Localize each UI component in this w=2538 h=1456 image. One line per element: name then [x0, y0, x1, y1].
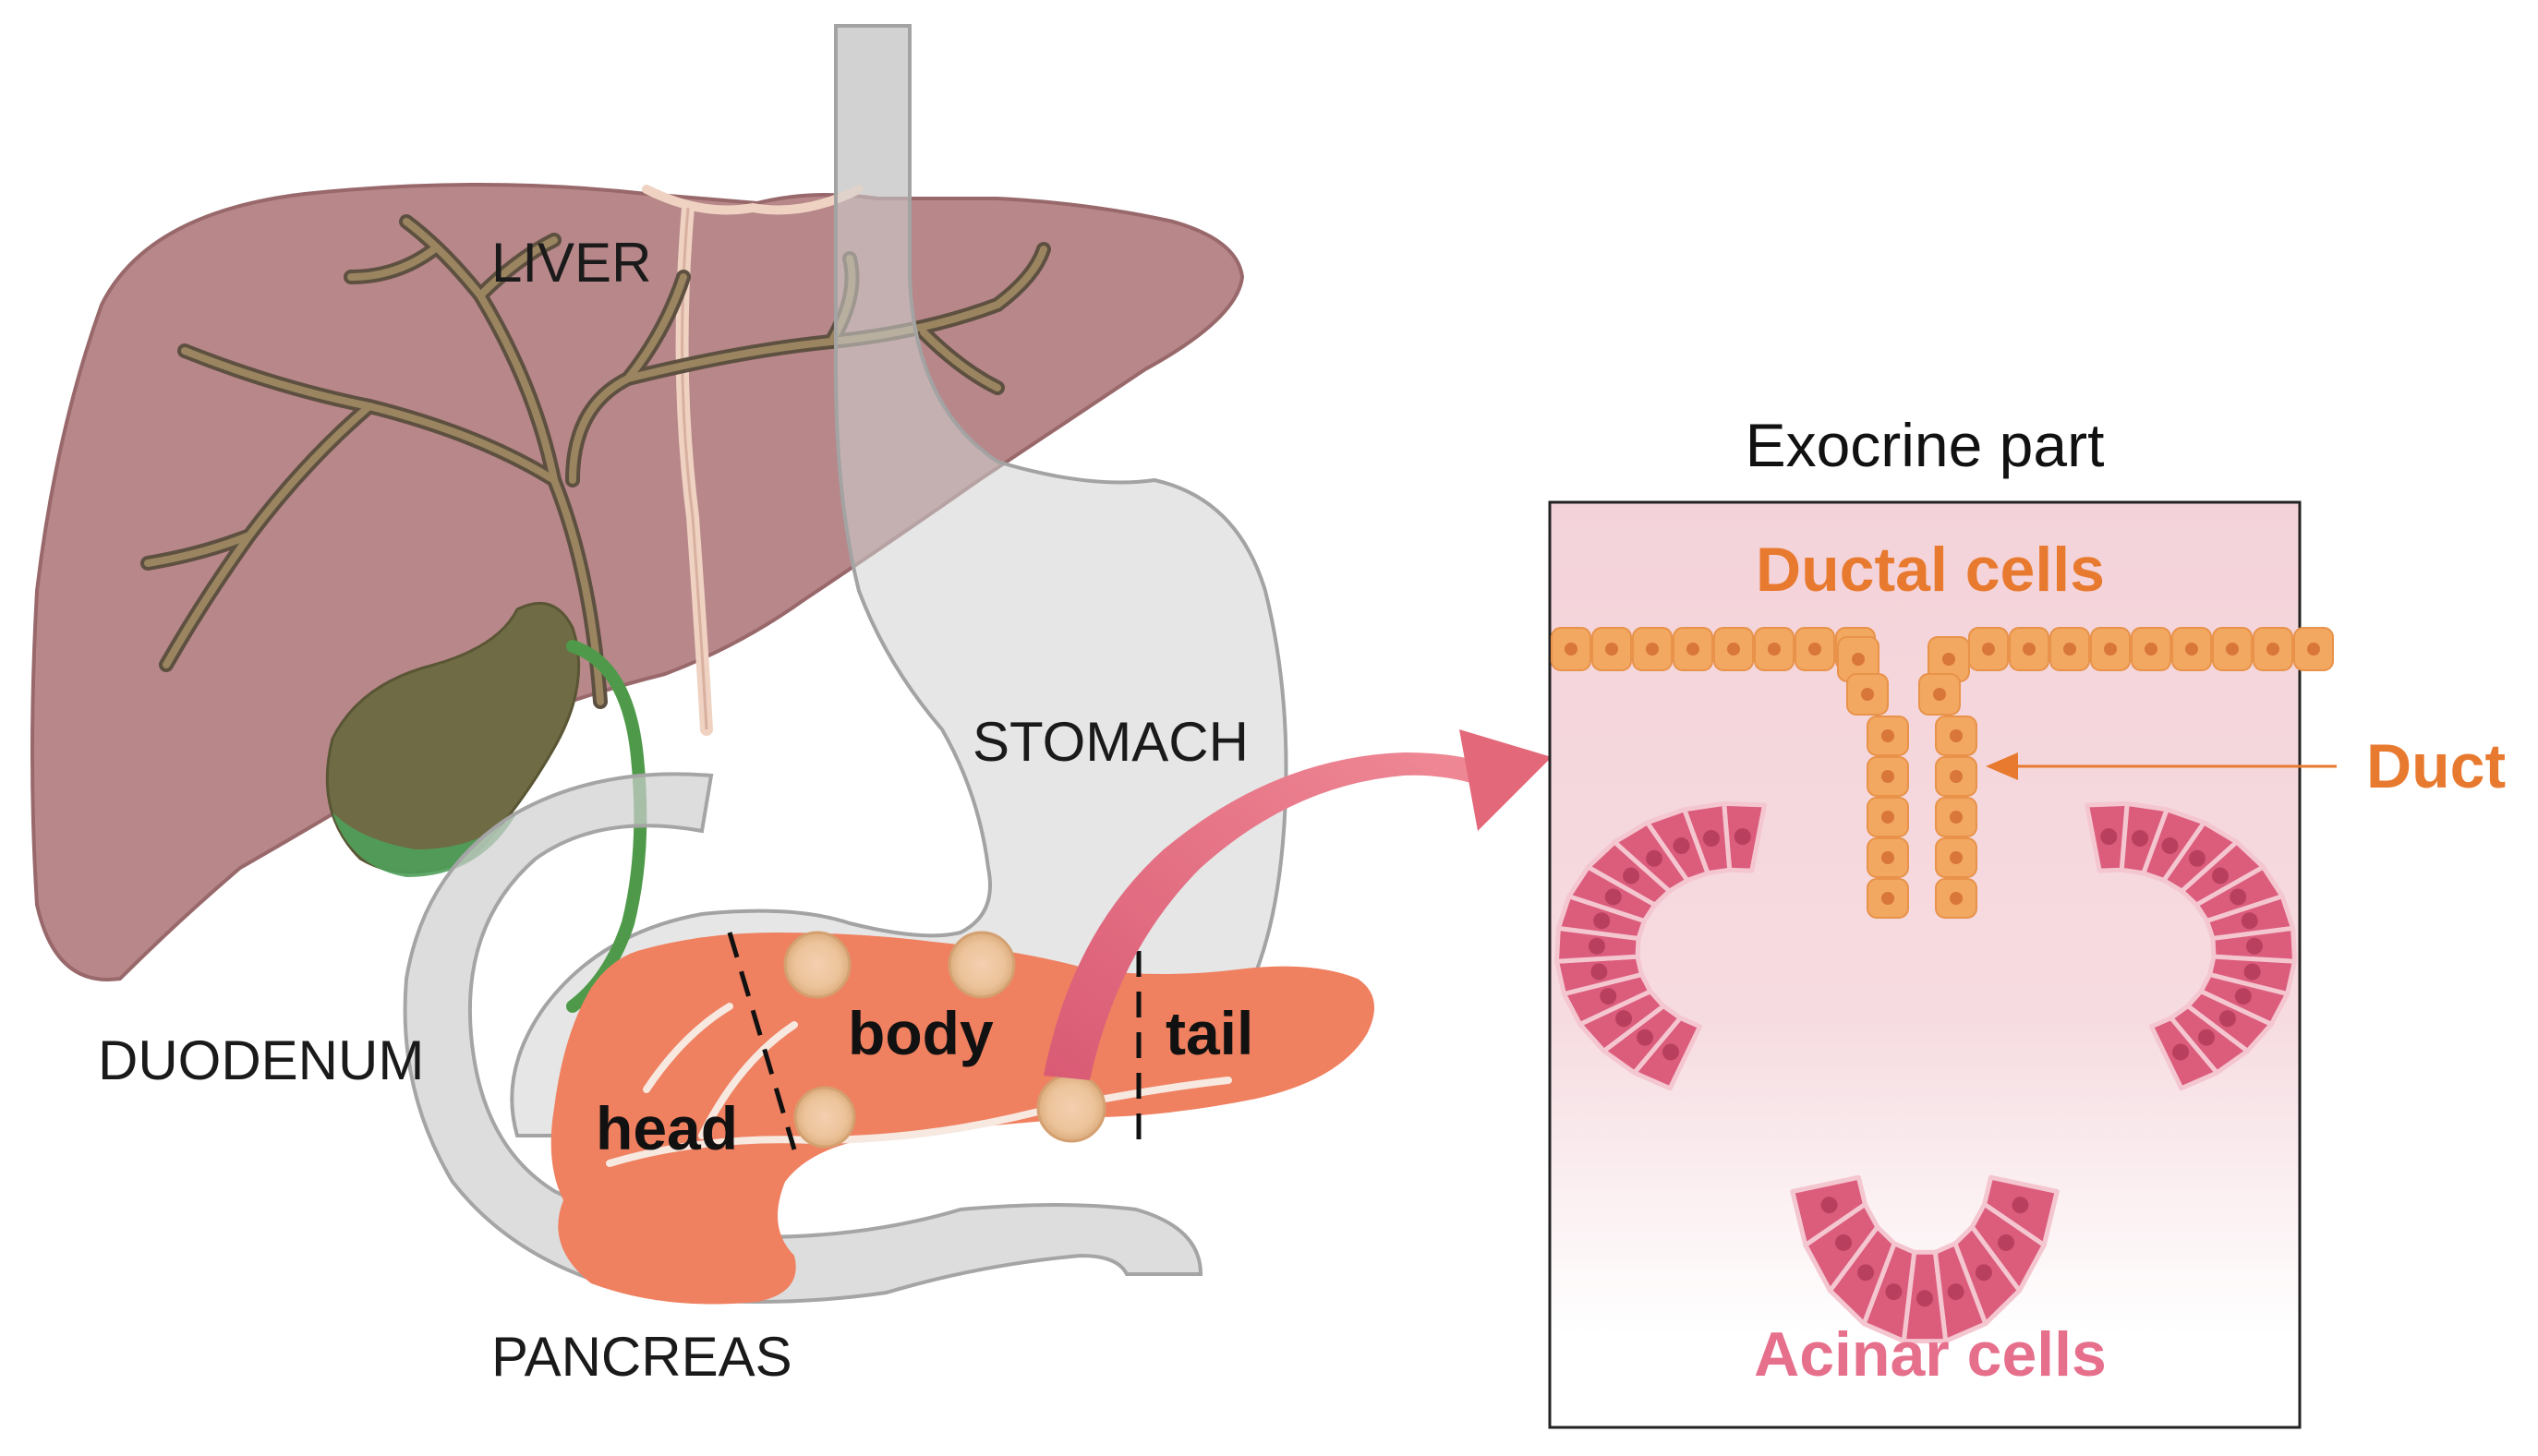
ductal-cell — [1837, 636, 1879, 682]
duct-pointer — [1986, 752, 2337, 780]
ductal-cell — [1795, 627, 1835, 671]
pancreas — [550, 931, 1374, 1305]
ductal-cell — [1867, 878, 1909, 919]
duodenum — [403, 772, 1203, 1304]
exocrine-panel — [1548, 500, 2337, 1429]
label-duodenum: DUODENUM — [98, 1029, 424, 1091]
ductal-cell — [2212, 627, 2253, 671]
ductal-cell — [1918, 673, 1961, 716]
ductal-cell — [1935, 756, 1977, 797]
ductal-cell — [1713, 627, 1754, 671]
label-duct: Duct — [2366, 731, 2506, 801]
ductal-cell — [1673, 627, 1713, 671]
ductal-cell — [1754, 627, 1795, 671]
acinar-cell-layer — [1553, 800, 2298, 1344]
label-exocrine-part: Exocrine part — [1746, 411, 2105, 479]
ductal-cell — [2009, 627, 2049, 671]
ductal-cell — [1867, 797, 1909, 837]
ductal-cell — [2090, 627, 2131, 671]
label-pancreas: PANCREAS — [491, 1326, 792, 1388]
acinar-cell — [1722, 800, 1767, 873]
ductal-cell — [2293, 627, 2334, 671]
ductal-cell — [1867, 716, 1909, 756]
label-stomach: STOMACH — [973, 711, 1249, 773]
hepatic-vessels — [140, 214, 1051, 709]
label-body: body — [848, 999, 994, 1067]
ductal-cell — [1591, 627, 1632, 671]
ductal-cell — [1867, 756, 1909, 797]
ductal-cell — [2049, 627, 2090, 671]
ductal-cell — [1968, 627, 2009, 671]
ductal-cell — [1935, 837, 1977, 878]
ductal-cell — [2131, 627, 2171, 671]
arrow-head — [1459, 729, 1552, 831]
label-liver: LIVER — [491, 232, 651, 294]
acinar-cell — [1901, 1249, 1949, 1344]
ductal-cell — [1935, 878, 1977, 919]
pancreatic-islets — [783, 931, 1106, 1149]
label-ductal-cells: Ductal cells — [1756, 535, 2105, 605]
ductal-cell — [2253, 627, 2293, 671]
acinar-cell — [2148, 1016, 2219, 1091]
label-acinar-cells: Acinar cells — [1754, 1319, 2107, 1390]
ductal-cell — [1867, 837, 1909, 878]
acinar-cell — [1982, 1174, 2060, 1248]
ductal-cell — [1935, 716, 1977, 756]
ductal-cell — [1632, 627, 1673, 671]
ductal-cell — [1846, 673, 1889, 716]
zoom-arrow — [1044, 729, 1552, 1080]
ductal-cell — [2171, 627, 2212, 671]
ductal-cell — [1551, 627, 1591, 671]
acinar-cell — [1790, 1174, 1867, 1248]
ductal-cell — [1935, 797, 1977, 837]
label-tail: tail — [1166, 999, 1253, 1067]
common-bile-duct — [566, 640, 647, 1013]
label-head: head — [596, 1094, 738, 1162]
ductal-cell-layer — [1551, 627, 2334, 919]
